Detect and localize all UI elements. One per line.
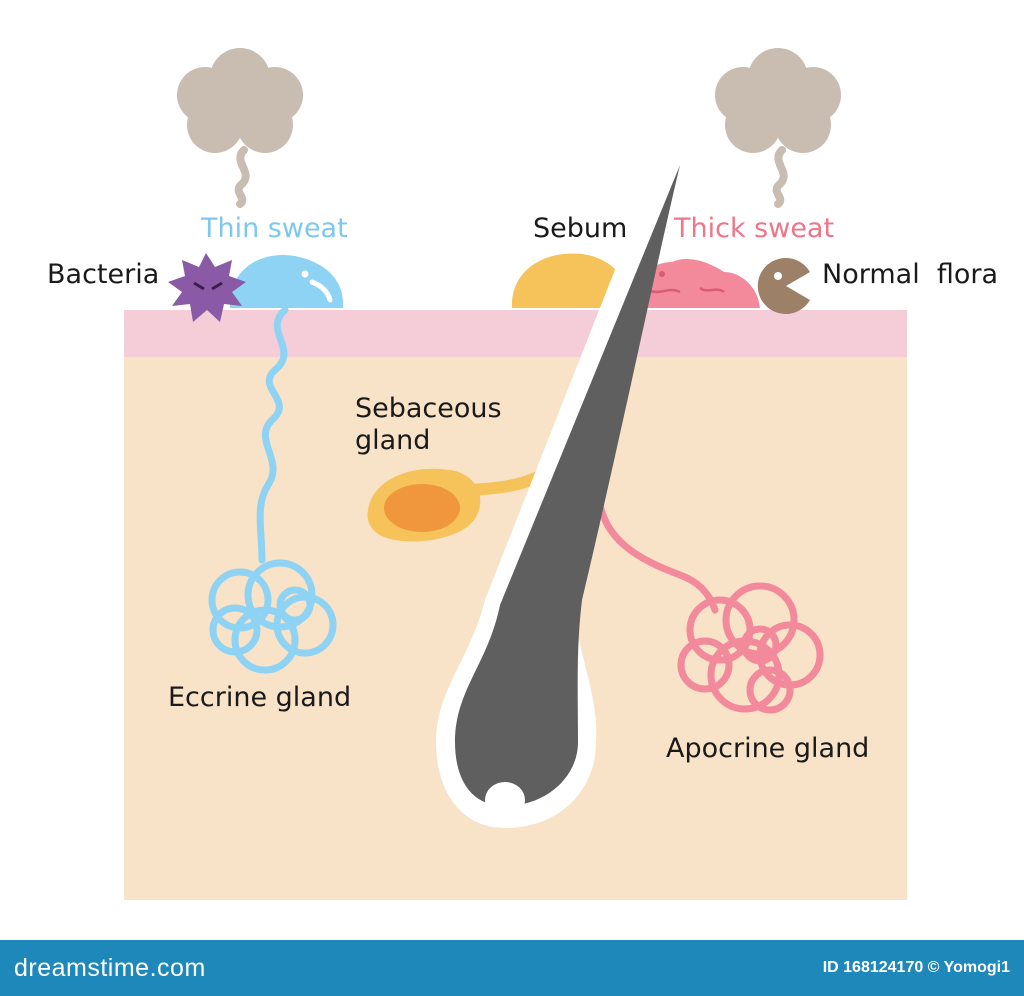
thin-sweat-drop-icon xyxy=(229,254,344,308)
bacteria-icon xyxy=(168,253,246,322)
eccrine-gland-icon xyxy=(208,306,337,674)
skin-diagram: Thin sweat Thick sweat Sebum Bacteria No… xyxy=(47,48,999,900)
normal-flora-label: Normal flora xyxy=(822,259,999,290)
diagram-canvas xyxy=(124,48,907,900)
hair-papilla xyxy=(485,782,525,818)
apocrine-gland-label: Apocrine gland xyxy=(666,733,870,764)
sebum-icon xyxy=(511,253,629,308)
eccrine-gland-label: Eccrine gland xyxy=(168,682,352,713)
epidermis-layer xyxy=(124,310,907,357)
thick-sweat-label: Thick sweat xyxy=(674,213,835,244)
footer-logo[interactable]: dreamstime.com xyxy=(14,954,206,982)
normal-flora-icon xyxy=(757,258,810,314)
thin-sweat-label: Thin sweat xyxy=(201,213,348,244)
sebaceous-gland-label-line1: Sebaceous xyxy=(355,393,502,424)
footer-bar: dreamstime.com ID 168124170 © Yomogi1 xyxy=(0,940,1024,996)
hair-shaft-icon xyxy=(455,165,680,806)
bacteria-label: Bacteria xyxy=(47,259,160,290)
sebum-label: Sebum xyxy=(533,213,628,244)
footer-image-id: ID 168124170 © Yomogi1 xyxy=(822,959,1010,976)
sebaceous-gland-label-line2: gland xyxy=(355,425,431,456)
odor-cloud-left-icon xyxy=(177,48,303,208)
sebaceous-gland-label: Sebaceous gland xyxy=(355,393,502,457)
odor-cloud-right-icon xyxy=(715,48,841,208)
